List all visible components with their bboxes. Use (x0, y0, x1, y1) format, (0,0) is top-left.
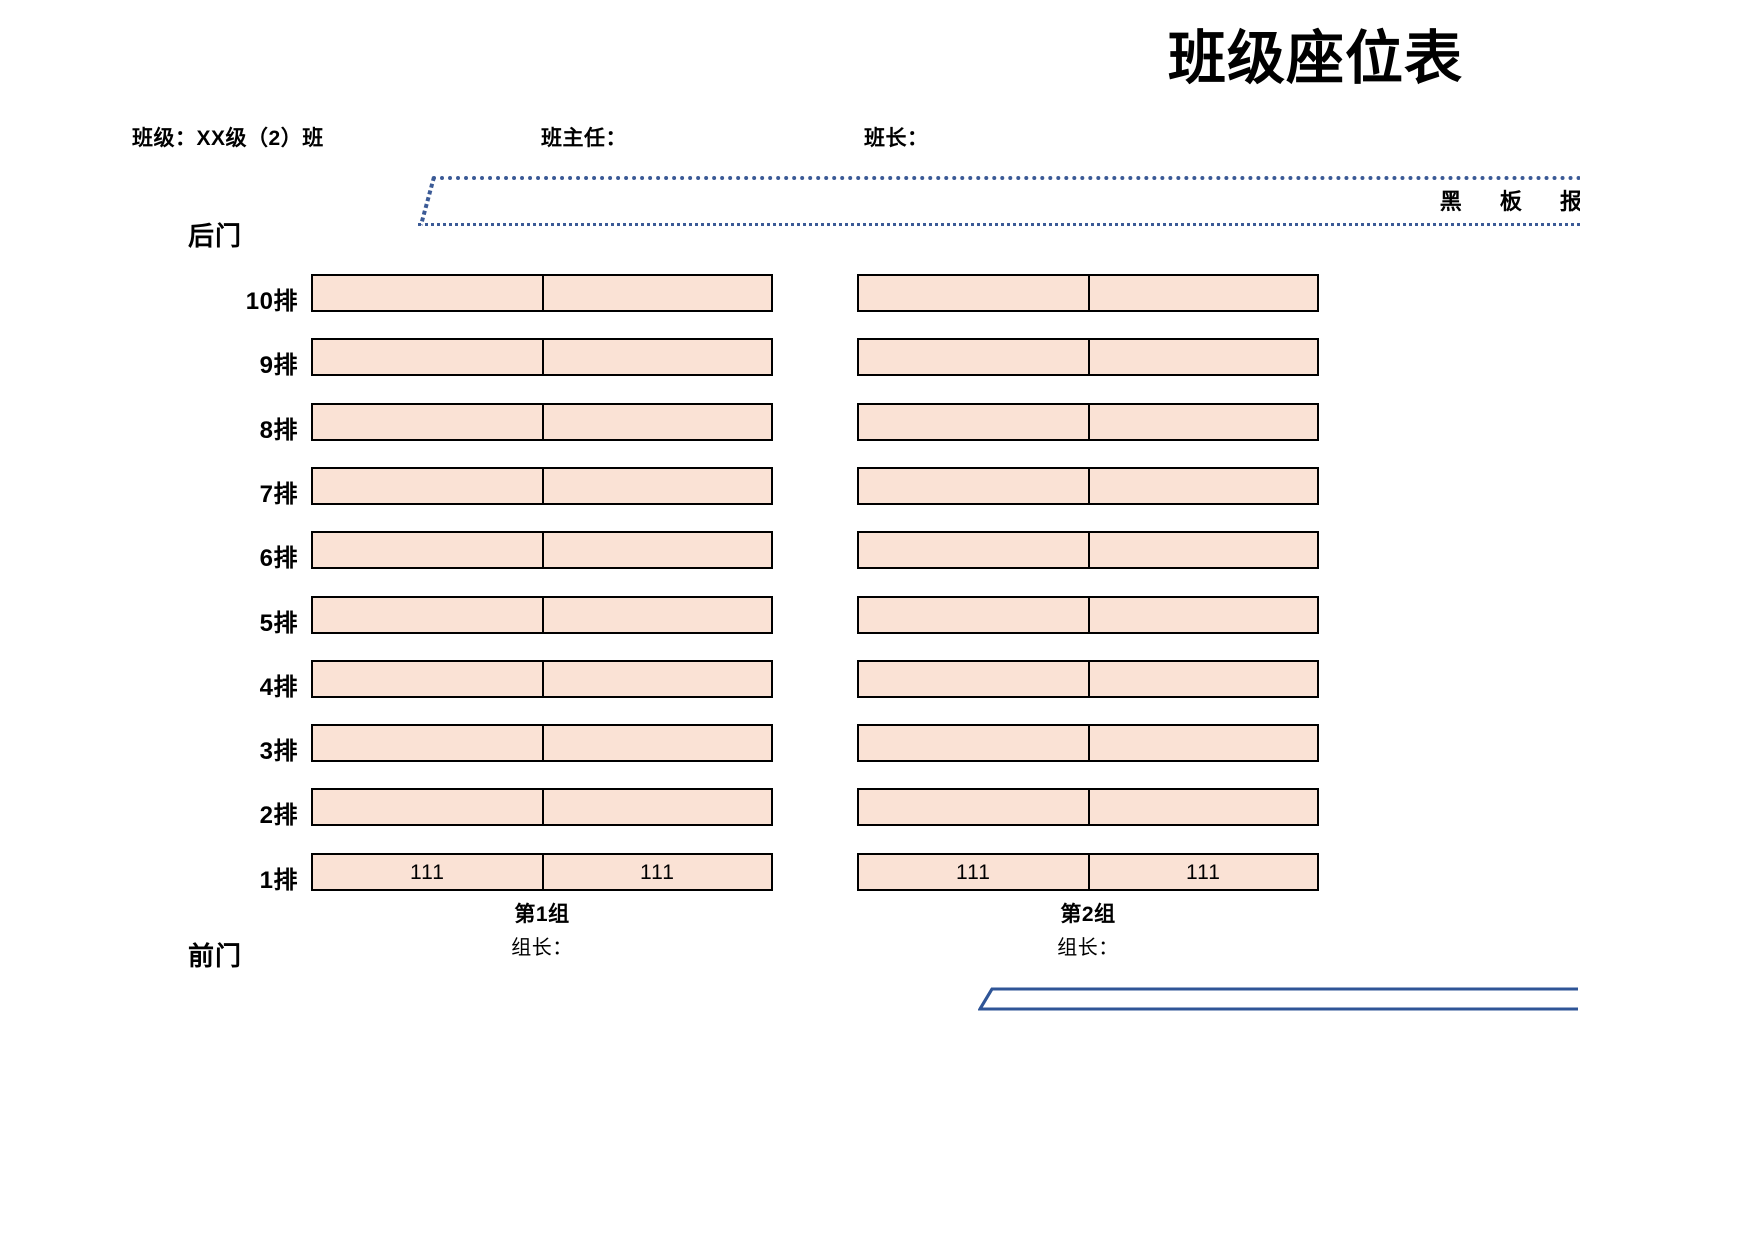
seat-cell[interactable] (859, 405, 1088, 439)
row-label: 4排 (259, 674, 298, 701)
seating-chart-sheet: 班级座位表 班级：XX级（2）班 班主任： 班长： 黑 板 报 后门 前门 10… (132, 26, 1580, 1013)
row-label: 3排 (259, 738, 298, 765)
seat-cell[interactable] (1088, 405, 1317, 439)
seat-cell[interactable] (1088, 662, 1317, 696)
seat-cell[interactable] (859, 533, 1088, 567)
seat-cell[interactable]: 111 (1088, 855, 1317, 889)
seat-cell[interactable] (859, 469, 1088, 503)
seat-row (311, 403, 773, 441)
seat-cell[interactable] (542, 662, 771, 696)
page-title: 班级座位表 (1168, 26, 1464, 91)
seat-row (857, 403, 1319, 441)
seat-cell[interactable] (1088, 533, 1317, 567)
seat-cell[interactable] (1088, 790, 1317, 824)
blackboard-bottom-edge (418, 223, 1580, 226)
group-name-label: 第1组 (514, 903, 570, 926)
seat-cell[interactable] (1088, 340, 1317, 374)
seat-cell[interactable] (1088, 276, 1317, 310)
seat-cell[interactable] (542, 469, 771, 503)
seat-row (857, 338, 1319, 376)
seat-cell[interactable] (542, 340, 771, 374)
seat-cell[interactable] (859, 598, 1088, 632)
blackboard-left-edge-icon (418, 174, 438, 226)
seat-cell[interactable] (313, 276, 542, 310)
seat-cell[interactable] (313, 340, 542, 374)
class-name-label: 班级：XX级（2）班 (132, 127, 324, 150)
seat-cell[interactable] (859, 790, 1088, 824)
seat-row (311, 338, 773, 376)
seat-cell[interactable] (542, 726, 771, 760)
head-teacher-label: 班主任： (541, 127, 627, 150)
bottom-right-door-icon (978, 985, 1578, 1013)
seat-row (311, 274, 773, 312)
seat-row (311, 596, 773, 634)
seat-cell[interactable] (313, 533, 542, 567)
blackboard-top-edge (432, 176, 1580, 180)
seat-cell[interactable] (859, 726, 1088, 760)
seat-cell[interactable] (542, 533, 771, 567)
row-label: 6排 (259, 545, 298, 572)
seat-row (311, 660, 773, 698)
class-monitor-label: 班长： (864, 127, 929, 150)
seat-cell[interactable] (313, 662, 542, 696)
seat-cell[interactable] (313, 598, 542, 632)
row-label: 5排 (259, 610, 298, 637)
seat-row (857, 788, 1319, 826)
seat-cell[interactable] (542, 598, 771, 632)
blackboard-shape: 黑 板 报 (418, 176, 1580, 226)
seat-cell[interactable]: 111 (313, 855, 542, 889)
row-label: 1排 (259, 867, 298, 894)
seat-row (311, 724, 773, 762)
seat-row (311, 531, 773, 569)
seat-cell[interactable] (313, 405, 542, 439)
seat-cell[interactable] (313, 726, 542, 760)
seat-row (857, 467, 1319, 505)
seat-row (311, 788, 773, 826)
seat-cell[interactable] (542, 405, 771, 439)
seat-row (311, 467, 773, 505)
row-label: 9排 (259, 352, 298, 379)
row-label: 7排 (259, 481, 298, 508)
row-label: 8排 (259, 417, 298, 444)
seat-row (857, 660, 1319, 698)
row-label: 2排 (259, 802, 298, 829)
row-label: 10排 (245, 288, 298, 315)
seat-cell[interactable] (542, 790, 771, 824)
seat-row (857, 724, 1319, 762)
group-name-label: 第2组 (1060, 903, 1116, 926)
blackboard-label: 黑 板 报 (1439, 189, 1580, 214)
seat-row (857, 596, 1319, 634)
seat-cell[interactable] (313, 790, 542, 824)
seat-cell[interactable] (859, 340, 1088, 374)
seat-cell[interactable] (859, 276, 1088, 310)
seat-cell[interactable] (1088, 726, 1317, 760)
group-leader-label: 组长： (1057, 937, 1119, 959)
group-leader-label: 组长： (511, 937, 573, 959)
back-door-label: 后门 (188, 221, 243, 251)
seat-cell[interactable]: 111 (542, 855, 771, 889)
seat-cell[interactable] (859, 662, 1088, 696)
seat-row (857, 274, 1319, 312)
seat-cell[interactable] (313, 469, 542, 503)
front-door-label: 前门 (188, 941, 243, 971)
seat-row (857, 531, 1319, 569)
seat-cell[interactable] (1088, 598, 1317, 632)
seat-cell[interactable] (1088, 469, 1317, 503)
seat-cell[interactable] (542, 276, 771, 310)
seat-cell[interactable]: 111 (859, 855, 1088, 889)
